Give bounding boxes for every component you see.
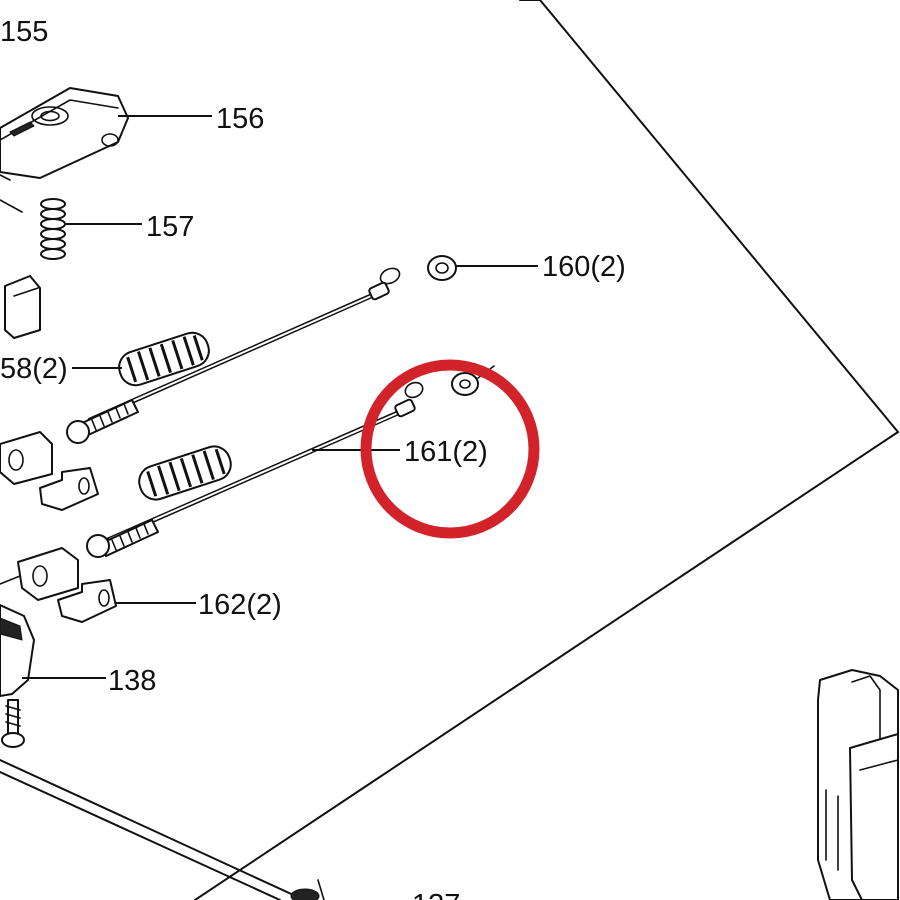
panel-edge-top-right <box>539 0 899 433</box>
lower-spring <box>138 445 232 501</box>
screw-threads <box>5 705 21 727</box>
spring-158-turns <box>126 335 204 383</box>
panel-edge-bottom <box>194 431 899 900</box>
housing-138-body <box>0 604 35 697</box>
cap-lug <box>101 133 119 147</box>
rod-137-top <box>0 759 301 899</box>
part-138-housing <box>0 604 35 748</box>
lower-clip <box>404 381 424 399</box>
callout-138: 138 <box>108 665 156 697</box>
bottom-right-housing <box>817 669 899 900</box>
spring-157-coil-4 <box>40 228 66 240</box>
upper-clip-hole <box>78 477 90 495</box>
part-137-rod <box>0 759 325 900</box>
cap-hole-inner <box>40 110 60 122</box>
upper-cable-end-fitting <box>368 281 390 301</box>
lower-washer-hole <box>459 379 471 389</box>
panel-outline <box>194 0 899 900</box>
rod-137-cap-edge <box>317 879 325 900</box>
bracket-block <box>4 275 41 339</box>
upper-clip <box>379 267 401 285</box>
bracket-edge <box>0 199 23 213</box>
rod-137-end <box>290 888 320 900</box>
lower-cable-end-fitting <box>394 398 416 418</box>
upper-nut <box>66 420 90 444</box>
lower-cable-highlight <box>109 412 399 540</box>
upper-cable-assembly <box>0 255 457 511</box>
screw-head <box>1 732 25 748</box>
rod-137-bottom <box>0 771 281 900</box>
cap-base-edge <box>0 174 11 181</box>
upper-thread-marks <box>91 403 129 431</box>
spring-157-coil-3 <box>40 218 66 230</box>
part-160-washer <box>427 255 457 281</box>
callout-137: 137 <box>412 889 460 900</box>
spring-157-coil-2 <box>40 208 66 220</box>
callout-158: 58(2) <box>0 353 68 385</box>
left-bracket-upper <box>0 199 41 339</box>
callout-161: 161(2) <box>404 436 488 468</box>
right-housing-edge <box>859 759 899 771</box>
right-housing-ribs <box>825 789 839 871</box>
lower-nut <box>86 534 110 558</box>
lower-block-hole <box>32 565 48 587</box>
washer-160-hole <box>435 262 449 274</box>
callout-157: 157 <box>146 211 194 243</box>
part-157-spring <box>40 198 66 260</box>
cap-hole-outer <box>31 106 69 126</box>
right-housing-slot <box>851 675 881 761</box>
part-158-spring <box>118 331 210 387</box>
lower-cable-assembly <box>0 365 495 623</box>
housing-138-recess <box>0 617 23 641</box>
lower-spring-turns <box>146 448 226 497</box>
lower-washer <box>451 372 479 396</box>
upper-cable-highlight <box>91 292 379 420</box>
clip-162-hole <box>98 589 110 607</box>
part-156-cap <box>0 87 129 181</box>
cap-slot <box>9 121 35 137</box>
lower-thread-marks <box>111 523 149 551</box>
cap-body <box>0 87 129 179</box>
callout-162: 162(2) <box>198 589 282 621</box>
spring-157-coil-1 <box>40 198 66 210</box>
callout-160: 160(2) <box>542 251 626 283</box>
highlight-circle <box>360 359 540 539</box>
spring-157-coil-5 <box>40 238 66 250</box>
callout-155: 155 <box>0 16 48 48</box>
right-housing-front <box>849 733 899 900</box>
callout-labels: 155 156 157 58(2) 160(2) 161(2) 162(2) 1… <box>0 16 626 900</box>
upper-block <box>0 431 53 485</box>
upper-block-hole <box>8 449 24 471</box>
bracket-ridge <box>13 287 39 297</box>
leader-lines <box>22 115 538 679</box>
lower-block-edge <box>0 575 21 585</box>
callout-156: 156 <box>216 103 264 135</box>
lower-block <box>17 547 79 601</box>
spring-157-coil-6 <box>40 248 66 260</box>
